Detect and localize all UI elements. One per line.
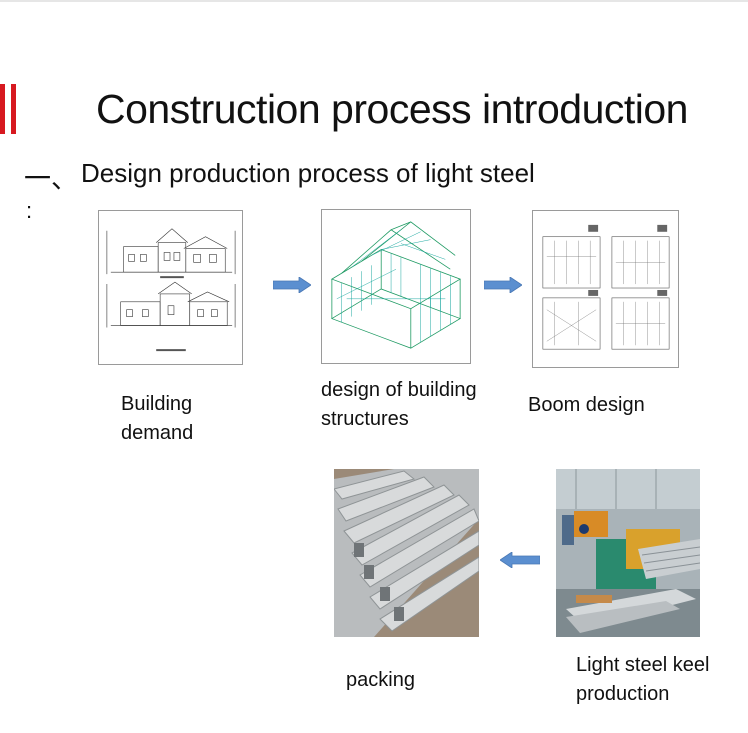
house-elevation-drawing [99,211,242,364]
packing-image [334,469,479,637]
caption-line: structures [321,405,477,434]
panel-framing-drawings [533,211,678,367]
building-demand-caption: Building demand [121,390,193,448]
roll-forming-machine-photo [556,469,700,637]
left-arrow-icon [500,552,540,568]
keel-production-caption: Light steel keel production [576,651,709,709]
top-border-line [0,0,748,2]
3d-steel-frame-model [322,210,470,363]
title-accent-bar-left [0,84,5,134]
building-structures-caption: design of building structures [321,376,477,434]
title-accent-bar-right [11,84,16,134]
right-arrow-icon [273,277,311,293]
keel-production-image [556,469,700,637]
boom-design-caption: Boom design [528,391,645,420]
packing-caption: packing [346,666,415,695]
caption-line: Light steel keel [576,651,709,680]
page-title: Construction process introduction [96,86,696,133]
section-colon: : [26,198,32,224]
section-title: Design production process of light steel [81,158,535,189]
caption-line: demand [121,419,193,448]
steel-profiles-bundle-photo [334,469,479,637]
caption-line: design of building [321,376,477,405]
caption-line: Building [121,390,193,419]
caption-line: production [576,680,709,709]
building-structures-image [321,209,471,364]
boom-design-image [532,210,679,368]
building-demand-image [98,210,243,365]
right-arrow-icon [484,277,522,293]
section-number: 一、 [24,157,78,196]
